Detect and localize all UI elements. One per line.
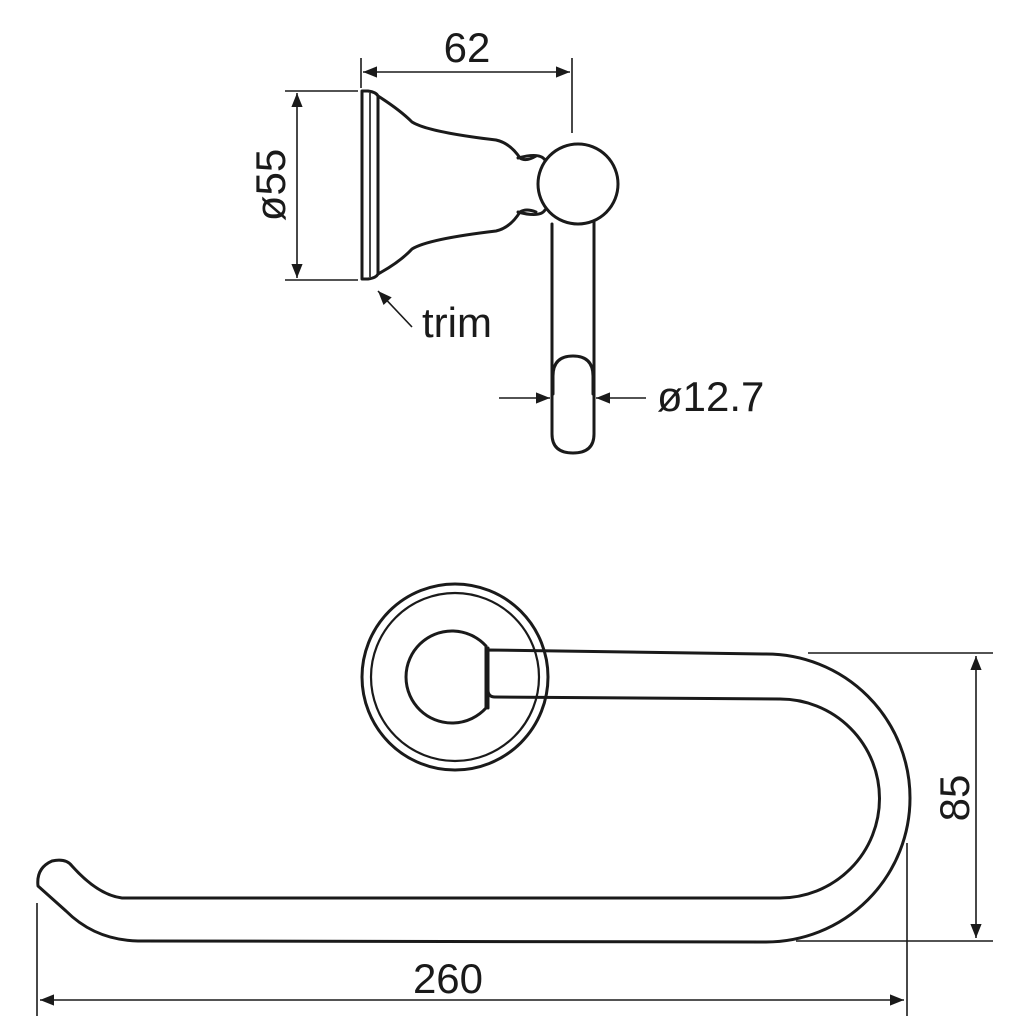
side-view [360,89,620,455]
knob-front [404,629,488,725]
rosette-inner-ring [369,591,541,763]
trim-callout: trim [377,290,492,346]
trim-label: trim [422,299,492,346]
rosette-diameter-label: ø55 [247,149,294,221]
dimension-bar-diameter: ø12.7 [499,373,764,420]
rosette-outer-ring [360,582,550,772]
dimension-height: 85 [796,652,993,942]
towel-bar [36,648,912,944]
front-view [36,582,912,944]
width-label: 260 [413,955,483,1002]
knob-ball [536,142,620,226]
dimension-width: 260 [36,843,908,1016]
dimension-rosette-diameter: ø55 [247,90,358,281]
depth-label: 62 [444,24,491,71]
dimension-depth: 62 [360,24,573,133]
bar-end-cap [551,354,595,396]
bar-diameter-label: ø12.7 [657,373,764,420]
bar-side [550,220,596,455]
rosette-body [376,94,538,276]
height-label: 85 [931,775,978,822]
